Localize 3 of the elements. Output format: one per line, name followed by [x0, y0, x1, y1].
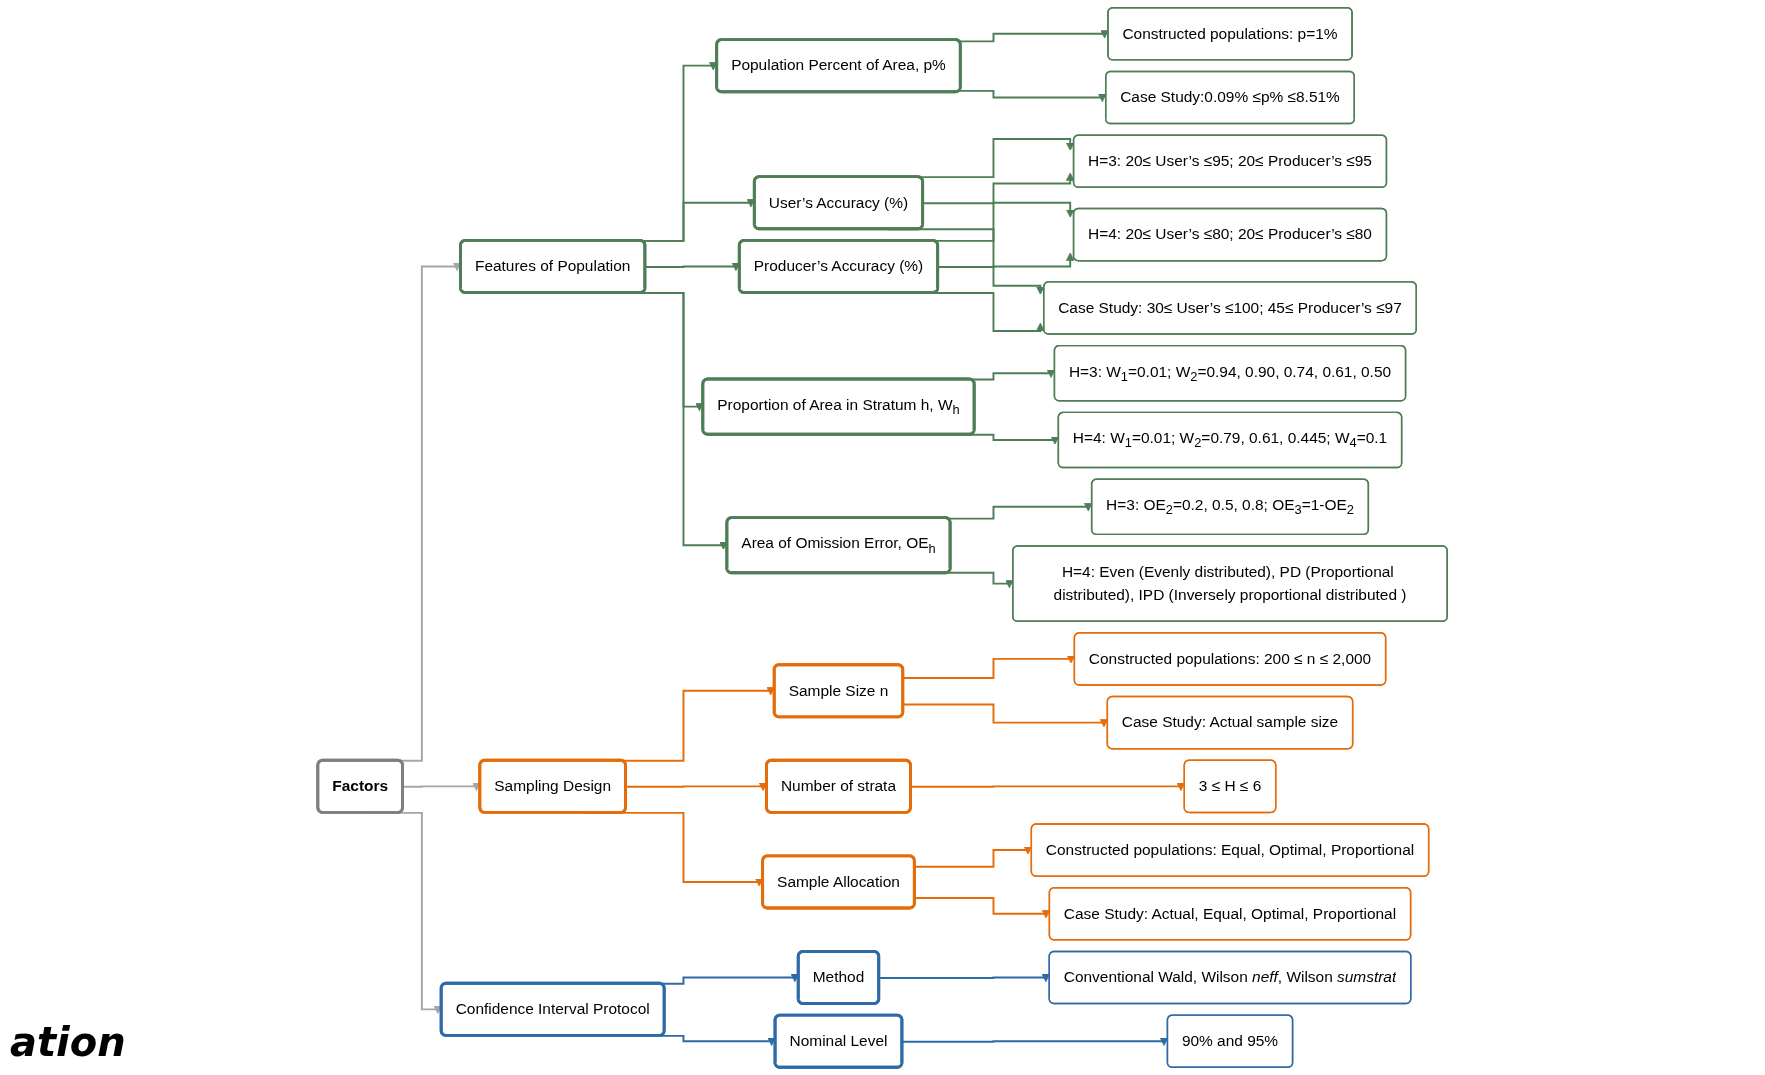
arrow	[922, 201, 1075, 218]
heading-fragment: ation	[10, 1019, 126, 1065]
arrow	[937, 252, 1075, 268]
